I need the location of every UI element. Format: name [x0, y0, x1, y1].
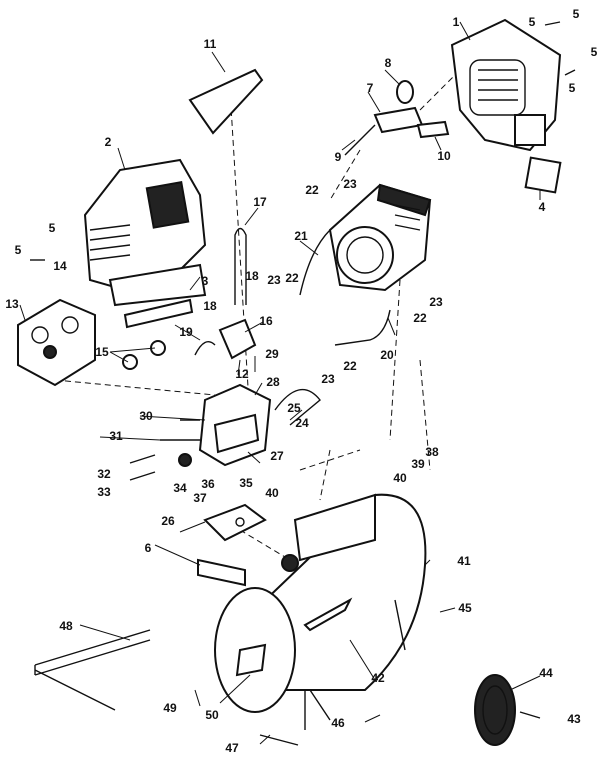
- part-44-wheel: [474, 674, 516, 746]
- callout-25: 25: [287, 401, 301, 415]
- callout-5e: 5: [49, 221, 56, 235]
- part-4-label-decal: [524, 156, 562, 194]
- callout-20: 20: [380, 348, 394, 362]
- callout-43: 43: [567, 712, 581, 726]
- callout-32: 32: [97, 467, 111, 481]
- callout-27: 27: [270, 449, 284, 463]
- part-2-front-shroud: [83, 158, 207, 307]
- manifold-assembly: [160, 383, 272, 467]
- part-15-fittings: [122, 340, 166, 370]
- callout-23c: 23: [321, 372, 335, 386]
- callout-41: 41: [457, 554, 471, 568]
- callout-30: 30: [139, 409, 153, 423]
- callout-29: 29: [265, 347, 279, 361]
- part-26-plate: [203, 503, 267, 542]
- callout-50: 50: [205, 708, 219, 722]
- callout-4: 4: [539, 200, 546, 214]
- part-16-block: [218, 318, 257, 360]
- callout-18a: 18: [245, 269, 259, 283]
- callout-24: 24: [295, 416, 309, 430]
- callout-1: 1: [453, 15, 460, 29]
- callout-34: 34: [173, 481, 187, 495]
- callout-37: 37: [193, 491, 207, 505]
- part-11-tag: [188, 68, 264, 135]
- part-19-elbow: [194, 341, 216, 356]
- callout-46: 46: [331, 716, 345, 730]
- callout-47: 47: [225, 741, 239, 755]
- part-48-handle: [34, 629, 151, 711]
- part-6-bracket: [197, 558, 246, 587]
- part-7-8-10-capacitor: [344, 80, 450, 156]
- callouts: 1 2 3 4 5 5 5 5 5 5 6 7 8 9 10 11 12 13 …: [5, 7, 597, 755]
- callout-42: 42: [371, 671, 385, 685]
- part-1-rear-shroud: [450, 18, 562, 152]
- callout-16: 16: [259, 314, 273, 328]
- assembly-lines: [54, 59, 471, 561]
- part-20-21-tubes: [299, 229, 391, 346]
- callout-45: 45: [458, 601, 472, 615]
- fasteners: [30, 21, 576, 746]
- callout-6: 6: [145, 541, 152, 555]
- callout-12: 12: [235, 367, 249, 381]
- callout-31: 31: [109, 429, 123, 443]
- callout-35: 35: [239, 476, 253, 490]
- callout-22a: 22: [305, 183, 319, 197]
- callout-15: 15: [95, 345, 109, 359]
- callout-44: 44: [539, 666, 553, 680]
- part-24-25-hose: [274, 388, 321, 426]
- callout-5a: 5: [529, 15, 536, 29]
- callout-5f: 5: [15, 243, 22, 257]
- callout-49: 49: [163, 701, 177, 715]
- callout-36: 36: [201, 477, 215, 491]
- callout-14: 14: [53, 259, 67, 273]
- callout-5b: 5: [573, 7, 580, 21]
- callout-23b: 23: [267, 273, 281, 287]
- callout-38: 38: [425, 445, 439, 459]
- callout-8: 8: [385, 56, 392, 70]
- callout-5c: 5: [591, 45, 598, 59]
- part-13-handle-cap: [17, 298, 96, 387]
- callout-18b: 18: [203, 299, 217, 313]
- callout-40b: 40: [265, 486, 279, 500]
- callout-3: 3: [202, 274, 209, 288]
- leader-lines: [19, 21, 541, 745]
- callout-9: 9: [335, 150, 342, 164]
- callout-22c: 22: [343, 359, 357, 373]
- callout-23a: 23: [343, 177, 357, 191]
- callout-13: 13: [5, 297, 19, 311]
- callout-5d: 5: [569, 81, 576, 95]
- callout-26: 26: [161, 514, 175, 528]
- part-3-trim-strip: [123, 298, 194, 329]
- callout-17: 17: [253, 195, 267, 209]
- callout-28: 28: [266, 375, 280, 389]
- callout-19: 19: [179, 325, 193, 339]
- callout-21: 21: [294, 229, 308, 243]
- tank: [214, 493, 427, 730]
- callout-39: 39: [411, 457, 425, 471]
- callout-48: 48: [59, 619, 73, 633]
- callout-22d: 22: [413, 311, 427, 325]
- callout-10: 10: [437, 149, 451, 163]
- motor-assembly: [328, 183, 432, 292]
- callout-33: 33: [97, 485, 111, 499]
- callout-22b: 22: [285, 271, 299, 285]
- part-17-tube: [234, 227, 247, 305]
- callout-40a: 40: [393, 471, 407, 485]
- callout-7: 7: [367, 81, 374, 95]
- callout-2: 2: [105, 135, 112, 149]
- callout-11: 11: [204, 37, 217, 51]
- callout-23d: 23: [429, 295, 443, 309]
